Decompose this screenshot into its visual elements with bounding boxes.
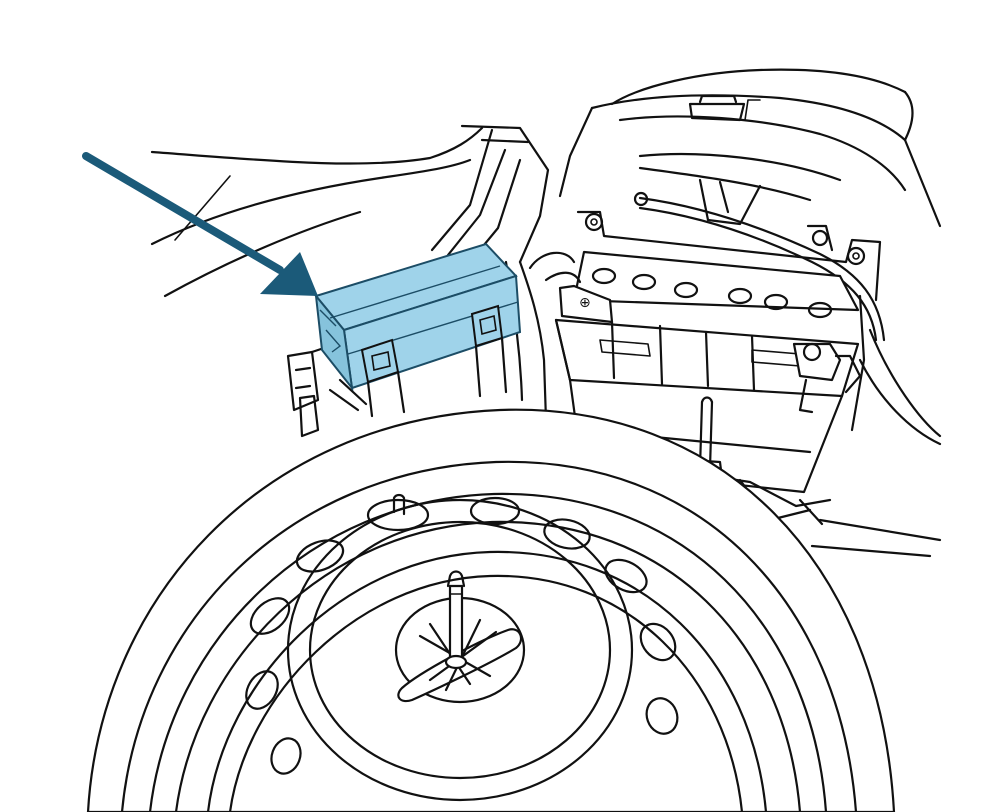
spare-wheel-icon (86, 408, 896, 812)
battery: ⊕ (554, 210, 882, 522)
fuse-box-icon (314, 242, 522, 418)
svg-text:⊕: ⊕ (579, 295, 591, 311)
vehicle-body-outline (150, 68, 942, 558)
pointer-arrow-icon (82, 152, 318, 296)
